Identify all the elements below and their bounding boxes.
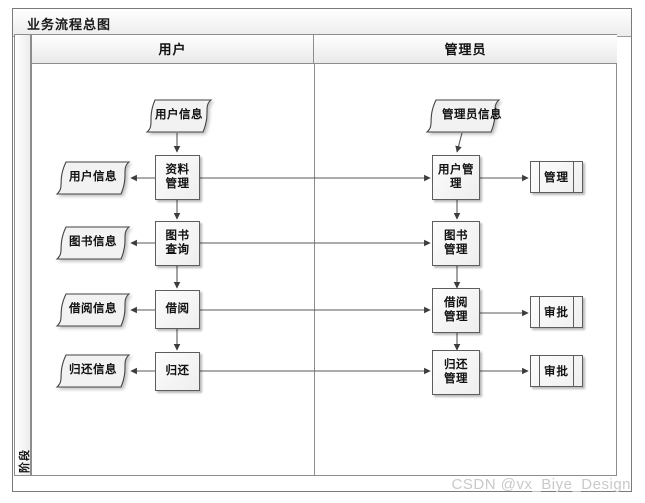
node-book-query[interactable]: 图书查询 [155, 221, 200, 266]
node-return[interactable]: 归还 [155, 352, 200, 391]
node-label: 管理 [544, 172, 569, 184]
lane-axis-strip: 阶段 [14, 34, 31, 476]
diagram-title-bar: 业务流程总图 [13, 9, 631, 37]
node-book-manage[interactable]: 图书管理 [432, 221, 480, 266]
node-label: 用户信息 [155, 109, 203, 122]
node-label: 图书查询 [165, 229, 190, 256]
node-user-info-out: 用户信息 [55, 161, 131, 195]
node-user-info-source: 用户信息 [145, 99, 213, 133]
node-admin-info-source: 管理员信息 [425, 99, 502, 133]
node-label: 借阅信息 [69, 303, 117, 316]
node-label: 审批 [544, 307, 569, 319]
lane-divider [314, 64, 315, 476]
watermark-text: CSDN @vx_Biye_Design [451, 476, 631, 493]
page-title: 业务流程总图 [27, 17, 112, 32]
node-borrow-info-out: 借阅信息 [55, 293, 131, 327]
node-borrow-manage[interactable]: 借阅管理 [432, 288, 480, 333]
node-return-info-out: 归还信息 [55, 354, 131, 388]
node-label: 用户信息 [69, 171, 117, 184]
node-label: 图书管理 [443, 229, 468, 256]
lane-axis-label: 阶段 [19, 449, 31, 473]
node-label: 归还 [165, 364, 190, 377]
node-label: 归还信息 [69, 364, 117, 377]
node-borrow[interactable]: 借阅 [155, 290, 200, 329]
node-label: 归还管理 [443, 358, 468, 385]
node-label: 资料管理 [165, 163, 190, 190]
node-label: 图书信息 [69, 236, 117, 249]
node-book-info-out: 图书信息 [55, 226, 131, 260]
node-profile-manage[interactable]: 资料管理 [155, 155, 200, 200]
swimlane-grid: 用户 管理员 [31, 34, 617, 476]
node-label: 管理员信息 [442, 109, 502, 122]
lane-header-user: 用户 [32, 35, 314, 64]
node-user-manage[interactable]: 用户管理 [432, 155, 480, 200]
node-borrow-approve[interactable]: 审批 [530, 296, 583, 328]
node-manage-sub[interactable]: 管理 [530, 161, 583, 193]
node-label: 审批 [544, 366, 569, 378]
lane-header-admin: 管理员 [314, 35, 617, 64]
node-label: 用户管理 [437, 163, 474, 190]
node-label: 借阅 [165, 302, 190, 315]
node-label: 借阅管理 [443, 296, 468, 323]
node-return-manage[interactable]: 归还管理 [432, 350, 480, 395]
node-return-approve[interactable]: 审批 [530, 355, 583, 387]
